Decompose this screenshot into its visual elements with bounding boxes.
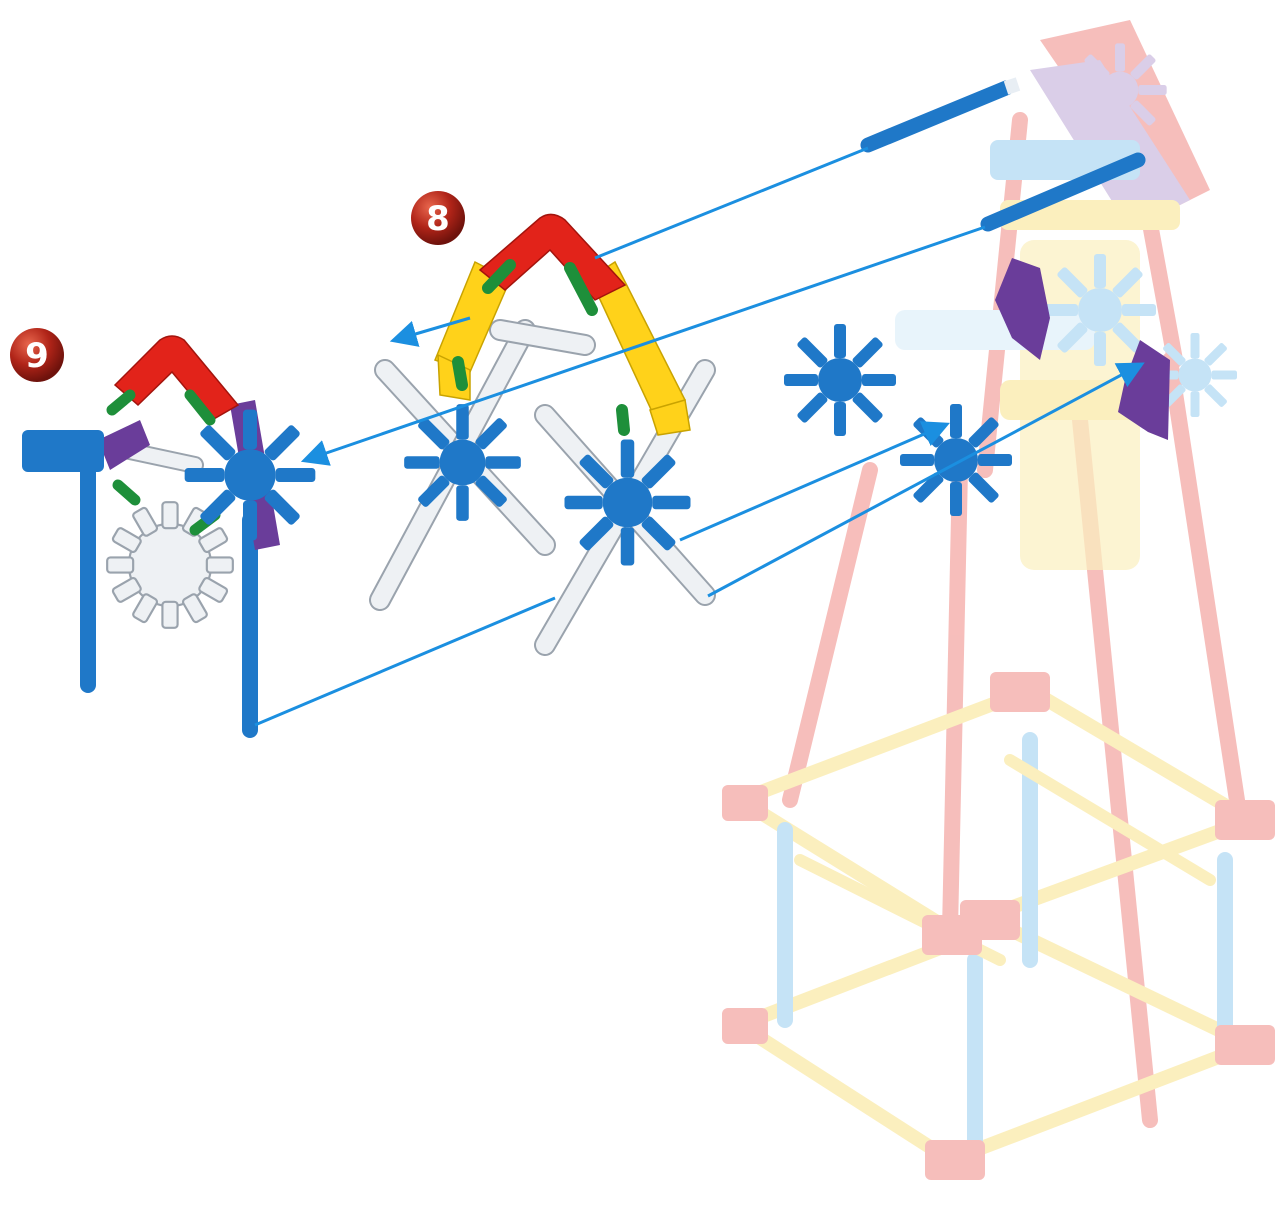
step-number-8: 8 — [426, 199, 450, 239]
faded-tower-frame — [722, 20, 1275, 1180]
step-badge-8: 8 — [411, 191, 465, 245]
arrow-rod-to-red-corner — [595, 148, 868, 258]
red-corner-connector-9 — [115, 336, 238, 420]
blue-rod-upper — [868, 84, 1018, 145]
red-corner-connector — [480, 214, 625, 300]
blue-gear-right-upper — [784, 324, 896, 436]
arrow-leg-to-step8 — [255, 598, 555, 725]
blue-star-connector-right — [565, 440, 691, 566]
step-badge-9: 9 — [10, 328, 64, 382]
arrow-step8-to-gear — [680, 425, 945, 540]
blue-gear-right-lower — [900, 404, 1012, 516]
step-9-assembly — [22, 336, 315, 730]
step-8-assembly — [380, 214, 705, 645]
step-number-9: 9 — [25, 336, 49, 376]
arrow-rod-to-step9 — [306, 227, 985, 460]
